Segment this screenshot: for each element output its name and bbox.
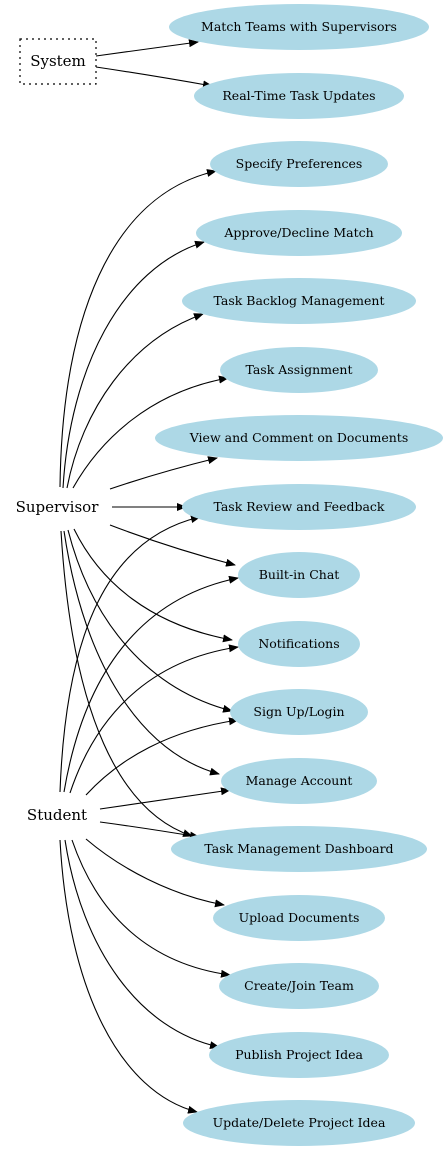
use-case-label: Notifications: [258, 636, 339, 651]
use-case-label: Upload Documents: [239, 910, 360, 925]
edge-student-notifications: [69, 644, 239, 794]
supervisor-label: Supervisor: [16, 498, 100, 516]
use-case-label: Approve/Decline Match: [223, 225, 373, 240]
use-case-label: Specify Preferences: [236, 156, 363, 171]
edge-supervisor-specify-preferences: [59, 169, 217, 488]
use-case-label: Task Assignment: [245, 362, 352, 377]
use-case-task-assignment: Task Assignment: [220, 347, 378, 393]
use-case-notifications: Notifications: [238, 621, 360, 667]
edge-supervisor-manage-account: [63, 530, 220, 776]
actor-supervisor: Supervisor: [16, 498, 100, 516]
use-case-upload-docs: Upload Documents: [213, 895, 385, 941]
use-case-label: Manage Account: [246, 773, 353, 788]
student-label: Student: [27, 806, 87, 824]
edge-student-chat: [63, 575, 239, 793]
use-case-task-backlog: Task Backlog Management: [182, 278, 416, 324]
use-case-label: Task Backlog Management: [214, 293, 385, 308]
use-case-signup: Sign Up/Login: [230, 689, 368, 735]
use-case-label: Real-Time Task Updates: [222, 88, 375, 103]
use-case-specify-preferences: Specify Preferences: [210, 141, 388, 187]
edge-system-realtime-updates: [95, 66, 213, 89]
system-box: [19, 38, 97, 85]
use-case-label: View and Comment on Documents: [189, 430, 408, 445]
system-label: System: [30, 52, 86, 70]
use-case-realtime-updates: Real-Time Task Updates: [194, 73, 404, 119]
use-case-label: Update/Delete Project Idea: [213, 1115, 386, 1130]
edge-supervisor-notifications: [73, 528, 233, 643]
use-case-match-teams: Match Teams with Supervisors: [169, 4, 429, 50]
edge-student-manage-account: [99, 787, 231, 810]
use-case-label: Built-in Chat: [259, 567, 340, 582]
use-case-label: Task Management Dashboard: [204, 841, 393, 856]
edge-student-upload-docs: [85, 838, 225, 908]
edge-student-publish-idea: [64, 839, 220, 1050]
edge-student-update-idea: [59, 839, 198, 1114]
edge-supervisor-dashboard: [60, 530, 193, 837]
edge-student-task-review: [59, 515, 201, 793]
edge-system-match-teams: [95, 39, 199, 57]
use-case-dashboard: Task Management Dashboard: [171, 826, 427, 872]
edge-student-dashboard: [99, 821, 200, 840]
edge-student-create-team: [71, 839, 231, 978]
actor-system: System: [19, 38, 97, 85]
edge-supervisor-view-comment-docs: [109, 456, 218, 490]
edges: [59, 39, 239, 1114]
edge-supervisor-signup: [67, 529, 233, 713]
edge-supervisor-approve-match: [62, 240, 205, 489]
use-case-label: Match Teams with Supervisors: [201, 19, 397, 34]
use-case-chat: Built-in Chat: [238, 552, 360, 598]
use-case-view-comment-docs: View and Comment on Documents: [155, 415, 443, 461]
use-case-task-review: Task Review and Feedback: [182, 484, 416, 530]
use-case-create-team: Create/Join Team: [219, 963, 379, 1009]
use-case-manage-account: Manage Account: [221, 758, 377, 804]
actor-student: Student: [27, 806, 87, 824]
edge-supervisor-chat: [109, 524, 236, 567]
use-case-label: Sign Up/Login: [253, 704, 344, 719]
edge-supervisor-task-assignment: [72, 375, 229, 489]
use-case-label: Create/Join Team: [244, 978, 354, 993]
use-case-label: Task Review and Feedback: [213, 499, 384, 514]
use-case-label: Publish Project Idea: [235, 1047, 363, 1062]
use-case-publish-idea: Publish Project Idea: [209, 1032, 389, 1078]
use-case-update-idea: Update/Delete Project Idea: [183, 1100, 415, 1146]
edge-student-signup: [85, 717, 239, 796]
use-case-approve-match: Approve/Decline Match: [196, 210, 402, 256]
edge-supervisor-task-backlog: [66, 313, 204, 489]
